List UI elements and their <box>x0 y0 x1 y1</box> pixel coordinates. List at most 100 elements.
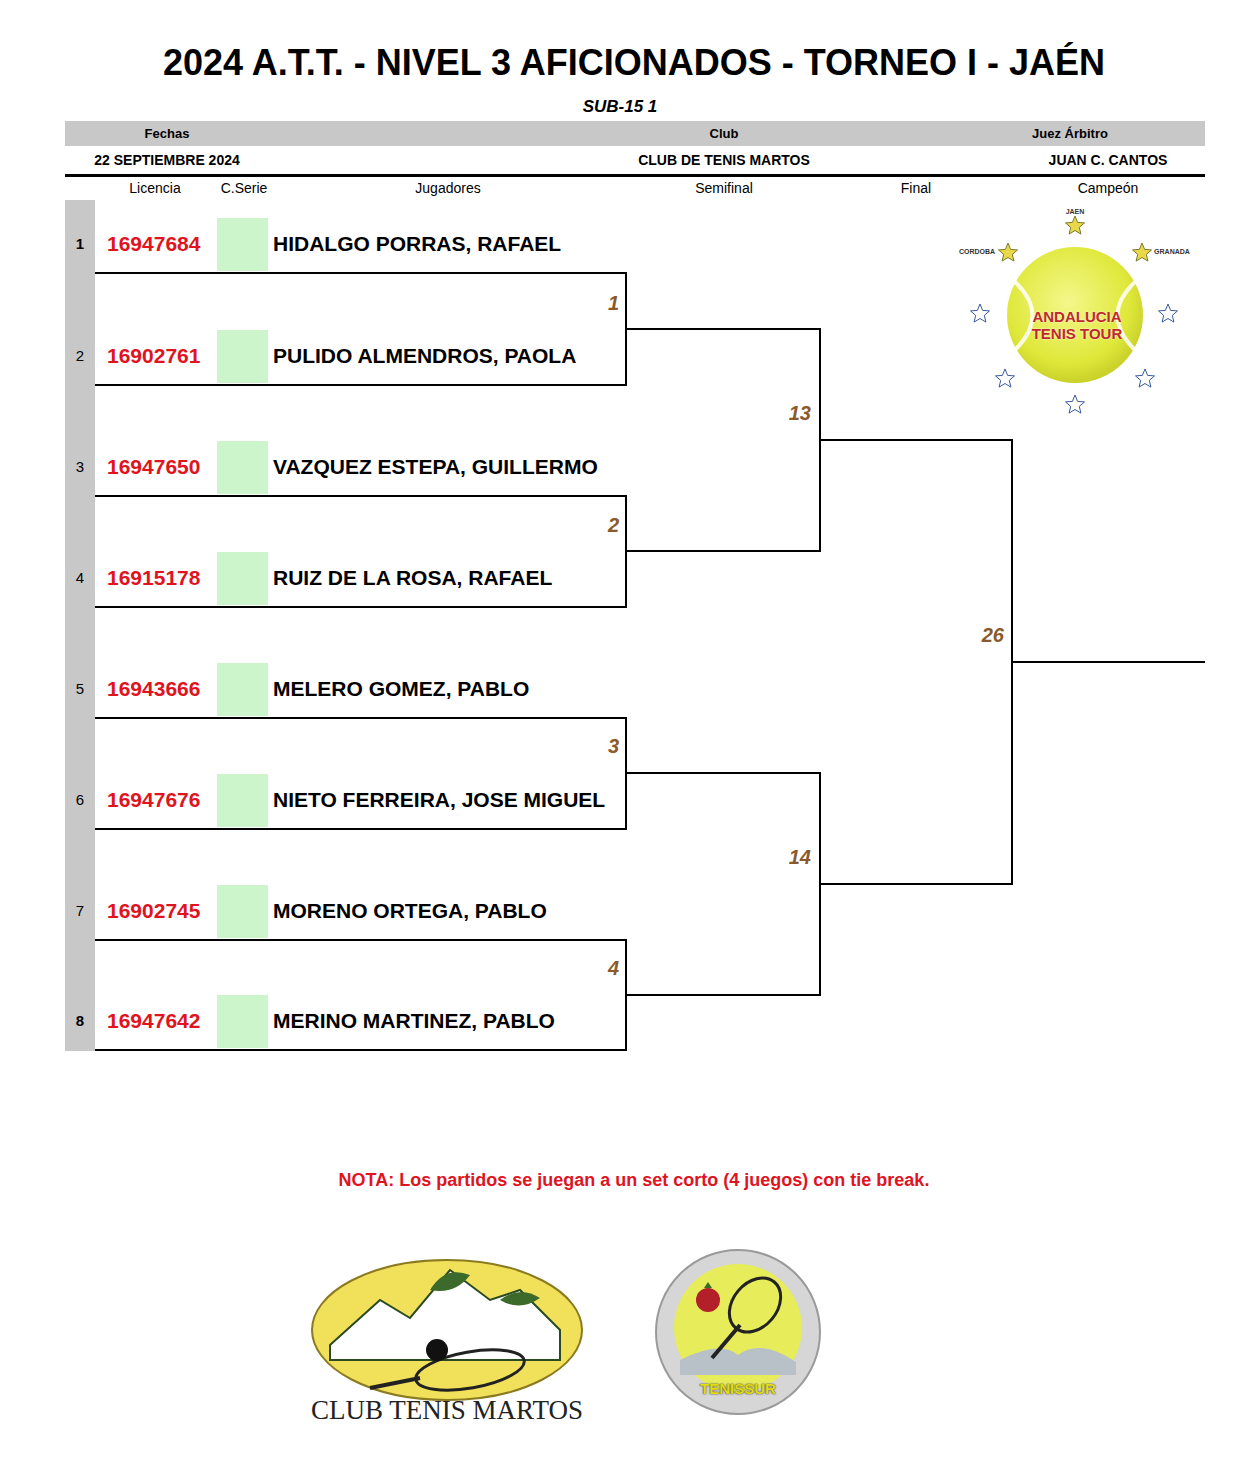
player-row: 116947684HIDALGO PORRAS, RAFAEL <box>95 217 627 274</box>
bracket-line <box>627 884 820 995</box>
seed-number: 4 <box>65 551 95 605</box>
bracket-line <box>625 273 627 329</box>
match-number: 1 <box>608 289 619 317</box>
player-name: MORENO ORTEGA, PABLO <box>273 884 547 938</box>
bracket-line <box>820 440 1012 662</box>
star <box>1066 216 1085 234</box>
seed-box <box>217 885 268 938</box>
star <box>1159 304 1178 322</box>
seed-number: 6 <box>65 773 95 827</box>
column-header: Jugadores <box>415 180 480 196</box>
player-name: MERINO MARTINEZ, PABLO <box>273 994 555 1048</box>
stars <box>971 216 1178 413</box>
player-name: PULIDO ALMENDROS, PAOLA <box>273 329 576 383</box>
bracket-line <box>625 718 627 773</box>
seed-number: 1 <box>65 217 95 271</box>
bracket-line <box>627 773 820 884</box>
seed-box <box>217 552 268 605</box>
seed-boxes <box>217 218 268 1048</box>
title: 2024 A.T.T. - NIVEL 3 AFICIONADOS - TORN… <box>163 42 1105 84</box>
tenissur-logo <box>656 1250 820 1414</box>
star <box>1066 395 1085 413</box>
licence-number: 16947676 <box>107 773 200 827</box>
seed-box <box>217 663 268 716</box>
seed-box <box>217 995 268 1048</box>
bracket-line <box>625 551 627 607</box>
racket-handle <box>370 1378 420 1388</box>
column-header: Licencia <box>129 180 180 196</box>
bracket-line <box>625 773 627 829</box>
number-strip <box>65 200 95 1051</box>
player-row: 516943666MELERO GOMEZ, PABLO <box>95 662 627 719</box>
logo-text: CLUB TENIS MARTOS <box>311 1395 583 1426</box>
town <box>680 1348 796 1375</box>
logo-ring <box>656 1250 820 1414</box>
seed-number: 5 <box>65 662 95 716</box>
olive-leaf <box>430 1272 470 1291</box>
licence-number: 16943666 <box>107 662 200 716</box>
match-number: 14 <box>789 843 811 871</box>
seed-box <box>217 218 268 271</box>
seed-box <box>217 441 268 494</box>
match-number: 4 <box>608 954 619 982</box>
star <box>971 304 990 322</box>
seed-number: 8 <box>65 994 95 1048</box>
column-header: Campeón <box>1078 180 1139 196</box>
player-row: 616947676NIETO FERREIRA, JOSE MIGUEL <box>95 773 627 830</box>
player-name: MELERO GOMEZ, PABLO <box>273 662 529 716</box>
header-cell: Fechas <box>145 126 190 141</box>
seed-number: 3 <box>65 440 95 494</box>
bracket-line <box>625 496 627 551</box>
header-cell: Juez Árbitro <box>1032 126 1108 141</box>
licence-number: 16947684 <box>107 217 200 271</box>
logo-text: ANDALUCIA TENIS TOUR <box>1021 308 1133 343</box>
column-header: Semifinal <box>695 180 753 196</box>
match-number: 1 <box>575 289 619 317</box>
logo-ball <box>674 1264 802 1392</box>
tennis-ball <box>1007 247 1143 383</box>
mountain <box>330 1270 560 1360</box>
subtitle: SUB-15 1 <box>583 97 658 117</box>
star <box>999 243 1018 261</box>
player-row: 316947650VAZQUEZ ESTEPA, GUILLERMO <box>95 440 627 497</box>
match-number: 13 <box>767 399 811 427</box>
seed-number: 7 <box>65 884 95 938</box>
match-number: 2 <box>608 511 619 539</box>
star <box>1136 369 1155 387</box>
header-value: CLUB DE TENIS MARTOS <box>638 152 810 168</box>
player-row: 416915178RUIZ DE LA ROSA, RAFAEL <box>95 551 627 608</box>
header-bar <box>65 121 1205 146</box>
pomegranate-crown <box>704 1282 712 1288</box>
column-header: C.Serie <box>221 180 268 196</box>
martos-logo <box>312 1260 582 1400</box>
header-rule <box>65 174 1205 177</box>
seed-box <box>217 330 268 383</box>
racket <box>719 1268 791 1342</box>
bracket-line <box>625 329 627 385</box>
match-number: 3 <box>575 732 619 760</box>
logo-text: GRANADA <box>1154 248 1190 255</box>
player-name: HIDALGO PORRAS, RAFAEL <box>273 217 561 271</box>
bracket-line <box>625 995 627 1050</box>
bracket-line <box>820 662 1012 884</box>
bracket-line <box>627 440 820 551</box>
bracket-line <box>627 329 820 440</box>
champion-line <box>1012 661 1205 663</box>
seed-number: 2 <box>65 329 95 383</box>
licence-number: 16915178 <box>107 551 200 605</box>
match-number: 2 <box>575 511 619 539</box>
racket-handle <box>712 1325 740 1358</box>
match-number: 26 <box>982 621 1004 649</box>
player-name: RUIZ DE LA ROSA, RAFAEL <box>273 551 552 605</box>
ball-seam <box>1015 282 1033 350</box>
player-row: 216902761PULIDO ALMENDROS, PAOLA <box>95 329 627 386</box>
licence-number: 16902761 <box>107 329 200 383</box>
att-logo <box>971 216 1178 413</box>
player-row: 816947642MERINO MARTINEZ, PABLO <box>95 994 627 1051</box>
olive <box>426 1339 448 1361</box>
column-header: Final <box>901 180 931 196</box>
logo-text: JAEN <box>1066 208 1085 215</box>
